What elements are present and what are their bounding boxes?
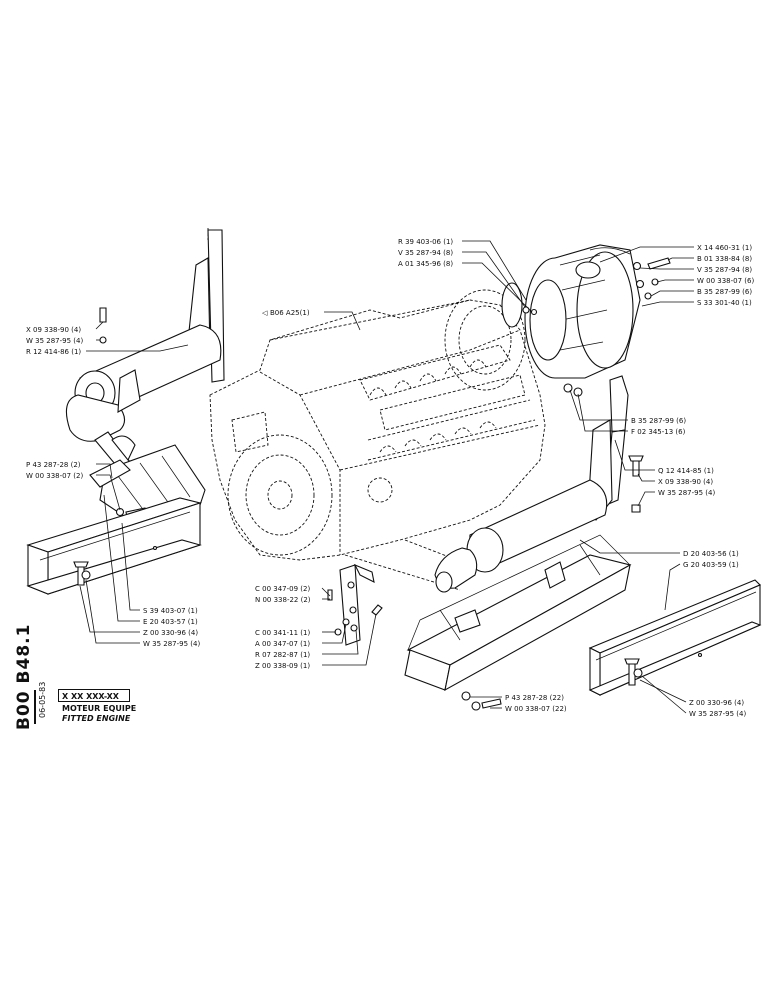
leader-lines [79,228,694,714]
callout-label: B 35 287-99 (6) [697,288,752,296]
callout-label: W 00 338-07 (22) [505,705,567,713]
callout-label: V 35 287-94 (8) [697,266,752,274]
callout-label: G 20 403-59 (1) [683,561,739,569]
page-title-fr: MOTEUR EQUIPE [62,704,137,713]
callout-label: Z 00 338-09 (1) [255,662,310,670]
callout-label: F 02 345-13 (6) [631,428,686,436]
callout-label: P 43 287-28 (22) [505,694,564,702]
callout-label: X 09 338-90 (4) [26,326,81,334]
callout-label: S 39 403-07 (1) [143,607,198,615]
engine-ref-label: B06 A25(1) [270,309,310,317]
callout-label: N 00 338-22 (2) [255,596,311,604]
callout-label: B 01 338-84 (8) [697,255,752,263]
right-chassis-beam [588,579,762,696]
callout-label: W 00 338-07 (2) [26,472,83,480]
callout-label: B 35 287-99 (6) [631,417,686,425]
callout-label: R 39 403-06 (1) [398,238,453,246]
callout-label: D 20 403-56 (1) [683,550,739,558]
engine-block [209,289,546,591]
air-filter-housing [501,244,671,397]
sheet-code: B00 B48.1 [14,623,34,730]
callout-label: A 01 345-96 (8) [398,260,453,268]
callout-label: V 35 287-94 (8) [398,249,453,257]
title-block [34,690,132,724]
callout-label: Z 00 330-96 (4) [143,629,198,637]
callout-label: W 35 287-95 (4) [689,710,746,718]
page-title-en: FITTED ENGINE [62,714,131,723]
callout-label: C 00 347-09 (2) [255,585,310,593]
callout-label: P 43 287-28 (2) [26,461,81,469]
callout-label: W 35 287-95 (4) [658,489,715,497]
callout-label: X 14 460-31 (1) [697,244,752,252]
support-bracket [327,563,383,646]
callout-label: Q 12 414-85 (1) [658,467,714,475]
reference-code-box: X XX XXX-XX [58,689,130,702]
callout-label: W 35 287-95 (4) [26,337,83,345]
right-muffler-assembly [404,375,644,692]
bottom-fasteners [461,691,502,711]
sheet-date: 06-05-83 [38,681,47,718]
callout-label: W 00 338-07 (6) [697,277,754,285]
callout-label: R 07 282-87 (1) [255,651,310,659]
left-muffler-assembly [65,229,225,521]
callout-label: E 20 403-57 (1) [143,618,198,626]
left-chassis-beam [26,497,203,595]
callout-label: Z 00 330-96 (4) [689,699,744,707]
callout-label: C 00 341-11 (1) [255,629,310,637]
callout-label: W 35 287-95 (4) [143,640,200,648]
callout-label: S 33 301-40 (1) [697,299,752,307]
engine-ref-arrow: ◁ [262,309,268,317]
callout-label: A 00 347-07 (1) [255,640,310,648]
callout-label: X 09 338-90 (4) [658,478,713,486]
callout-label: R 12 414-86 (1) [26,348,81,356]
